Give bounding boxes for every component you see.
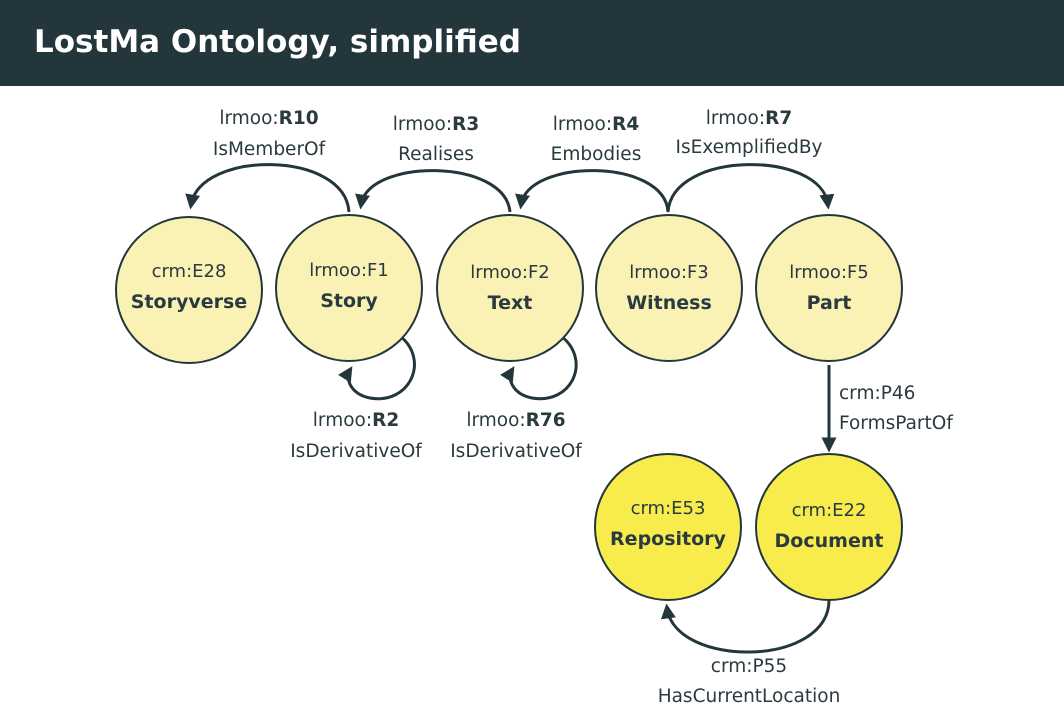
label-p55-code: crm:P55 xyxy=(711,656,787,677)
node-part: lrmoo:F5 Part xyxy=(755,214,903,362)
node-document: crm:E22 Document xyxy=(755,453,903,601)
node-part-id: lrmoo:F5 xyxy=(789,262,869,283)
svg-text:lrmoo:R76: lrmoo:R76 xyxy=(466,410,565,431)
label-p55-name: HasCurrentLocation xyxy=(658,686,841,707)
label-r10-code: R10 xyxy=(279,108,319,129)
svg-text:lrmoo:R4: lrmoo:R4 xyxy=(553,114,640,135)
node-document-name: Document xyxy=(775,530,884,552)
slide-title: LostMa Ontology, simplified xyxy=(34,24,521,60)
label-r2-prefix: lrmoo: xyxy=(313,410,372,431)
label-r76-prefix: lrmoo: xyxy=(466,410,525,431)
edge-r4 xyxy=(515,169,670,213)
edge-r76 xyxy=(500,334,578,401)
label-r76-code: R76 xyxy=(526,410,566,431)
node-storyverse-id: crm:E28 xyxy=(152,261,227,282)
label-r3-prefix: lrmoo: xyxy=(393,114,452,135)
label-r4-code: R4 xyxy=(612,114,639,135)
label-r10-prefix: lrmoo: xyxy=(219,108,278,129)
node-repository: crm:E53 Repository xyxy=(594,453,742,601)
label-r3: lrmoo:R3 Realises xyxy=(393,114,479,165)
node-document-id: crm:E22 xyxy=(792,500,867,521)
label-r2-name: IsDerivativeOf xyxy=(290,441,422,462)
label-r3-name: Realises xyxy=(398,144,474,165)
label-r7-name: IsExemplifiedBy xyxy=(675,137,822,158)
svg-text:lrmoo:R3: lrmoo:R3 xyxy=(393,114,479,135)
node-storyverse: crm:E28 Storyverse xyxy=(115,216,263,364)
label-r4-prefix: lrmoo: xyxy=(553,114,612,135)
label-r4-name: Embodies xyxy=(551,144,642,165)
label-p46-name: FormsPartOf xyxy=(839,413,953,434)
label-r2-code: R2 xyxy=(372,410,399,431)
node-part-name: Part xyxy=(807,292,852,314)
label-p46-code: crm:P46 xyxy=(839,383,915,404)
label-r2: lrmoo:R2 IsDerivativeOf xyxy=(290,410,422,462)
edge-p55 xyxy=(660,599,831,654)
label-r10-name: IsMemberOf xyxy=(213,139,326,160)
node-text-name: Text xyxy=(488,292,533,314)
label-r7-prefix: lrmoo: xyxy=(706,108,765,129)
label-r76: lrmoo:R76 IsDerivativeOf xyxy=(450,410,582,462)
label-r7: lrmoo:R7 IsExemplifiedBy xyxy=(675,108,822,158)
node-witness-id: lrmoo:F3 xyxy=(629,262,709,283)
edge-r3 xyxy=(355,169,512,213)
node-story: lrmoo:F1 Story xyxy=(275,214,423,362)
node-story-name: Story xyxy=(320,290,378,312)
svg-text:lrmoo:R2: lrmoo:R2 xyxy=(313,410,399,431)
svg-text:lrmoo:R10: lrmoo:R10 xyxy=(219,108,318,129)
label-r7-code: R7 xyxy=(765,108,792,129)
edge-r10 xyxy=(185,163,351,213)
node-text: lrmoo:F2 Text xyxy=(436,214,584,362)
label-p46: crm:P46 FormsPartOf xyxy=(839,383,953,434)
node-story-id: lrmoo:F1 xyxy=(309,260,389,281)
label-r76-name: IsDerivativeOf xyxy=(450,441,582,462)
label-r4: lrmoo:R4 Embodies xyxy=(551,114,642,165)
node-witness: lrmoo:F3 Witness xyxy=(595,214,743,362)
node-repository-id: crm:E53 xyxy=(631,498,706,519)
edge-r7 xyxy=(666,163,835,213)
label-p55: crm:P55 HasCurrentLocation xyxy=(658,656,841,707)
node-storyverse-name: Storyverse xyxy=(131,291,247,313)
label-r3-code: R3 xyxy=(452,114,479,135)
label-r10: lrmoo:R10 IsMemberOf xyxy=(213,108,326,160)
node-text-id: lrmoo:F2 xyxy=(470,262,550,283)
svg-text:lrmoo:R7: lrmoo:R7 xyxy=(706,108,792,129)
node-repository-name: Repository xyxy=(610,528,726,550)
edge-r2 xyxy=(338,334,416,401)
title-bar: LostMa Ontology, simplified xyxy=(0,0,1064,86)
node-witness-name: Witness xyxy=(626,292,712,314)
